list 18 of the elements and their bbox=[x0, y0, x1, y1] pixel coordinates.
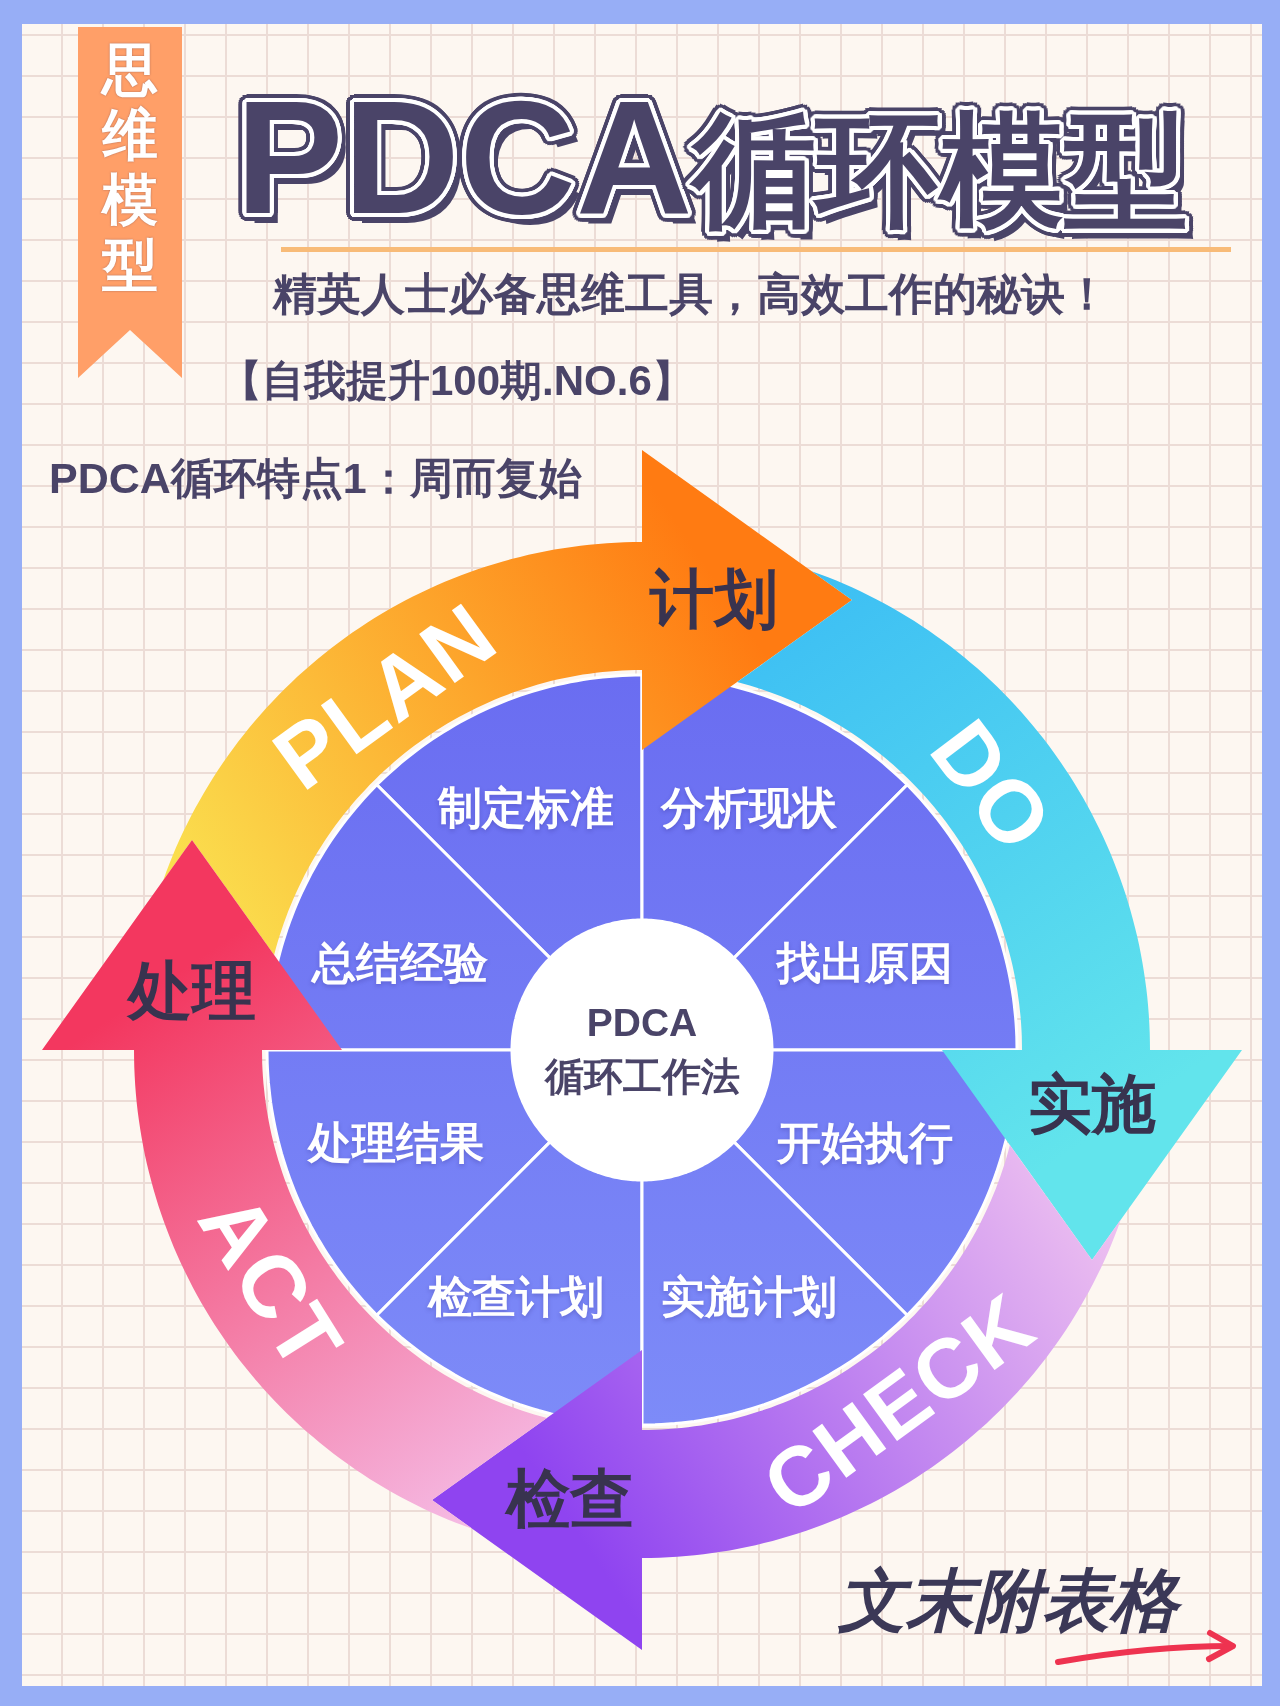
segment-title: 计划 bbox=[650, 563, 778, 637]
segment-title: 处理 bbox=[128, 955, 256, 1029]
ribbon-label: 思维模型 bbox=[100, 38, 159, 298]
segment-label: DO bbox=[910, 701, 1074, 872]
subtitle: 精英人士必备思维工具，高效工作的秘诀！ bbox=[273, 268, 1109, 320]
segment-title: 检查 bbox=[506, 1463, 634, 1537]
issue-label: 【自我提升100期.NO.6】 bbox=[220, 356, 694, 406]
sector-label: 开始执行 bbox=[777, 1117, 953, 1169]
segment-title: 实施 bbox=[1028, 1068, 1156, 1142]
title: PDCA循环模型 bbox=[235, 69, 1189, 247]
sector-label: 总结经验 bbox=[312, 937, 488, 989]
sector-label: 分析现状 bbox=[661, 782, 837, 834]
section-heading: PDCA循环特点1：周而复始 bbox=[49, 454, 582, 504]
sector-label: 找出原因 bbox=[777, 937, 953, 989]
center-label: 循环工作法 bbox=[544, 1054, 740, 1100]
sector-label: 处理结果 bbox=[308, 1117, 484, 1169]
center-label: PDCA bbox=[586, 1000, 698, 1046]
sector-label: 检查计划 bbox=[428, 1271, 604, 1323]
